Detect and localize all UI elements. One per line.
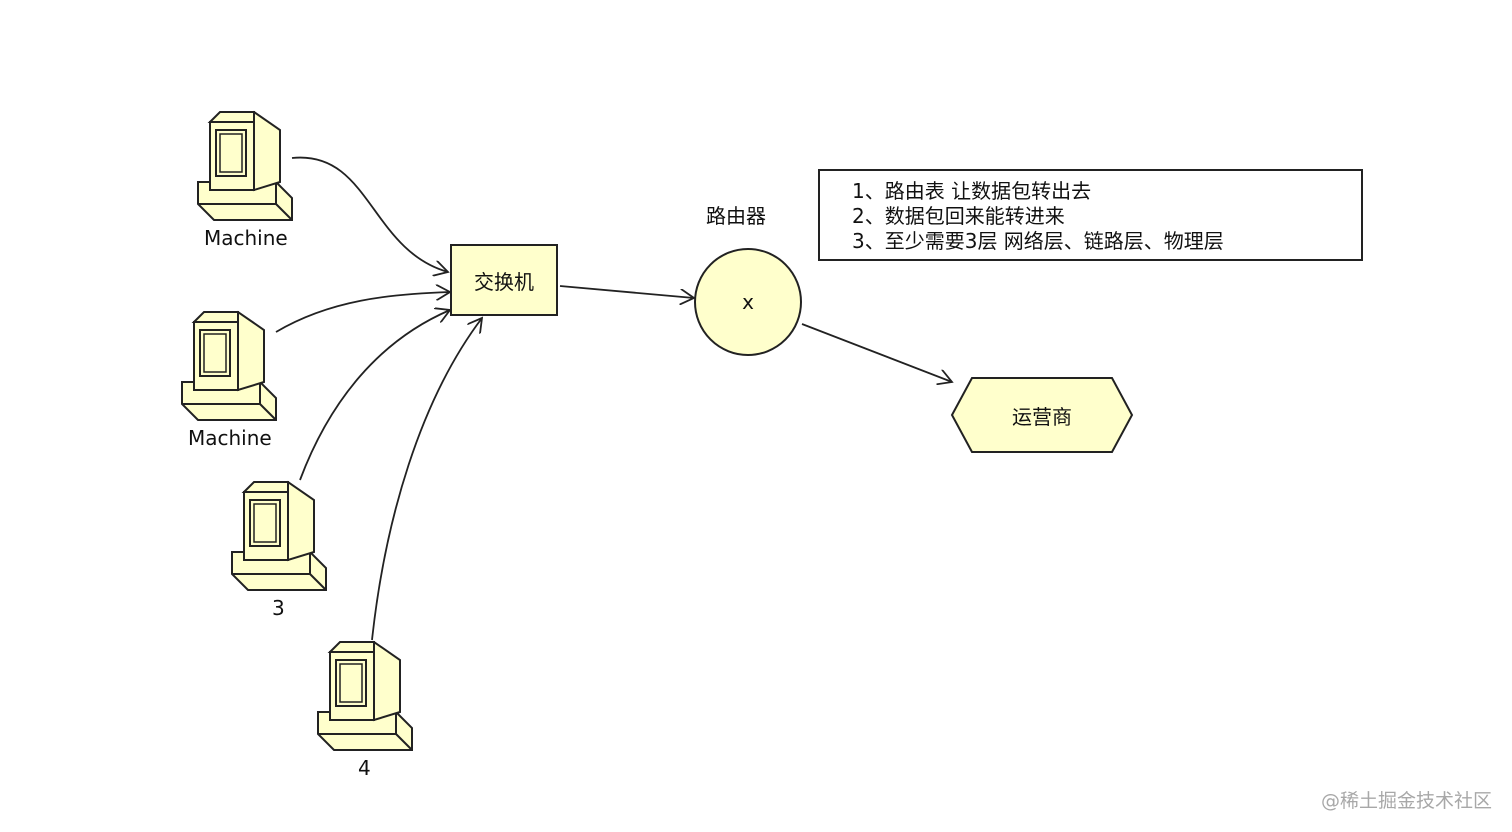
note-box: 1、路由表 让数据包转出去 2、数据包回来能转进来 3、至少需要3层 网络层、链… — [818, 169, 1363, 261]
machine-label: 3 — [272, 596, 285, 620]
switch-label: 交换机 — [474, 269, 534, 294]
router-label: x — [742, 290, 754, 314]
link-switch-router — [559, 285, 694, 298]
router-node: x — [694, 248, 802, 356]
machine-label: 4 — [358, 756, 371, 780]
machine-label: Machine — [188, 426, 272, 450]
link-machine1-switch — [291, 156, 448, 272]
link-machine3-switch — [299, 310, 450, 481]
computer-icon — [181, 311, 277, 421]
computer-icon — [231, 481, 327, 591]
watermark: @稀土掘金技术社区 — [1320, 790, 1492, 812]
computer-icon — [317, 641, 413, 751]
machine-label: Machine — [204, 226, 288, 250]
router-title: 路由器 — [706, 204, 766, 228]
note-line: 1、路由表 让数据包转出去 — [852, 179, 1092, 203]
link-machine4-switch — [371, 318, 482, 641]
isp-label: 运营商 — [1012, 404, 1072, 429]
computer-icon — [197, 111, 293, 221]
isp-hexagon — [950, 377, 1134, 453]
note-line: 3、至少需要3层 网络层、链路层、物理层 — [852, 229, 1224, 253]
switch-node: 交换机 — [450, 244, 558, 316]
link-machine2-switch — [275, 292, 450, 333]
note-line: 2、数据包回来能转进来 — [852, 204, 1065, 228]
link-router-isp — [801, 323, 952, 382]
